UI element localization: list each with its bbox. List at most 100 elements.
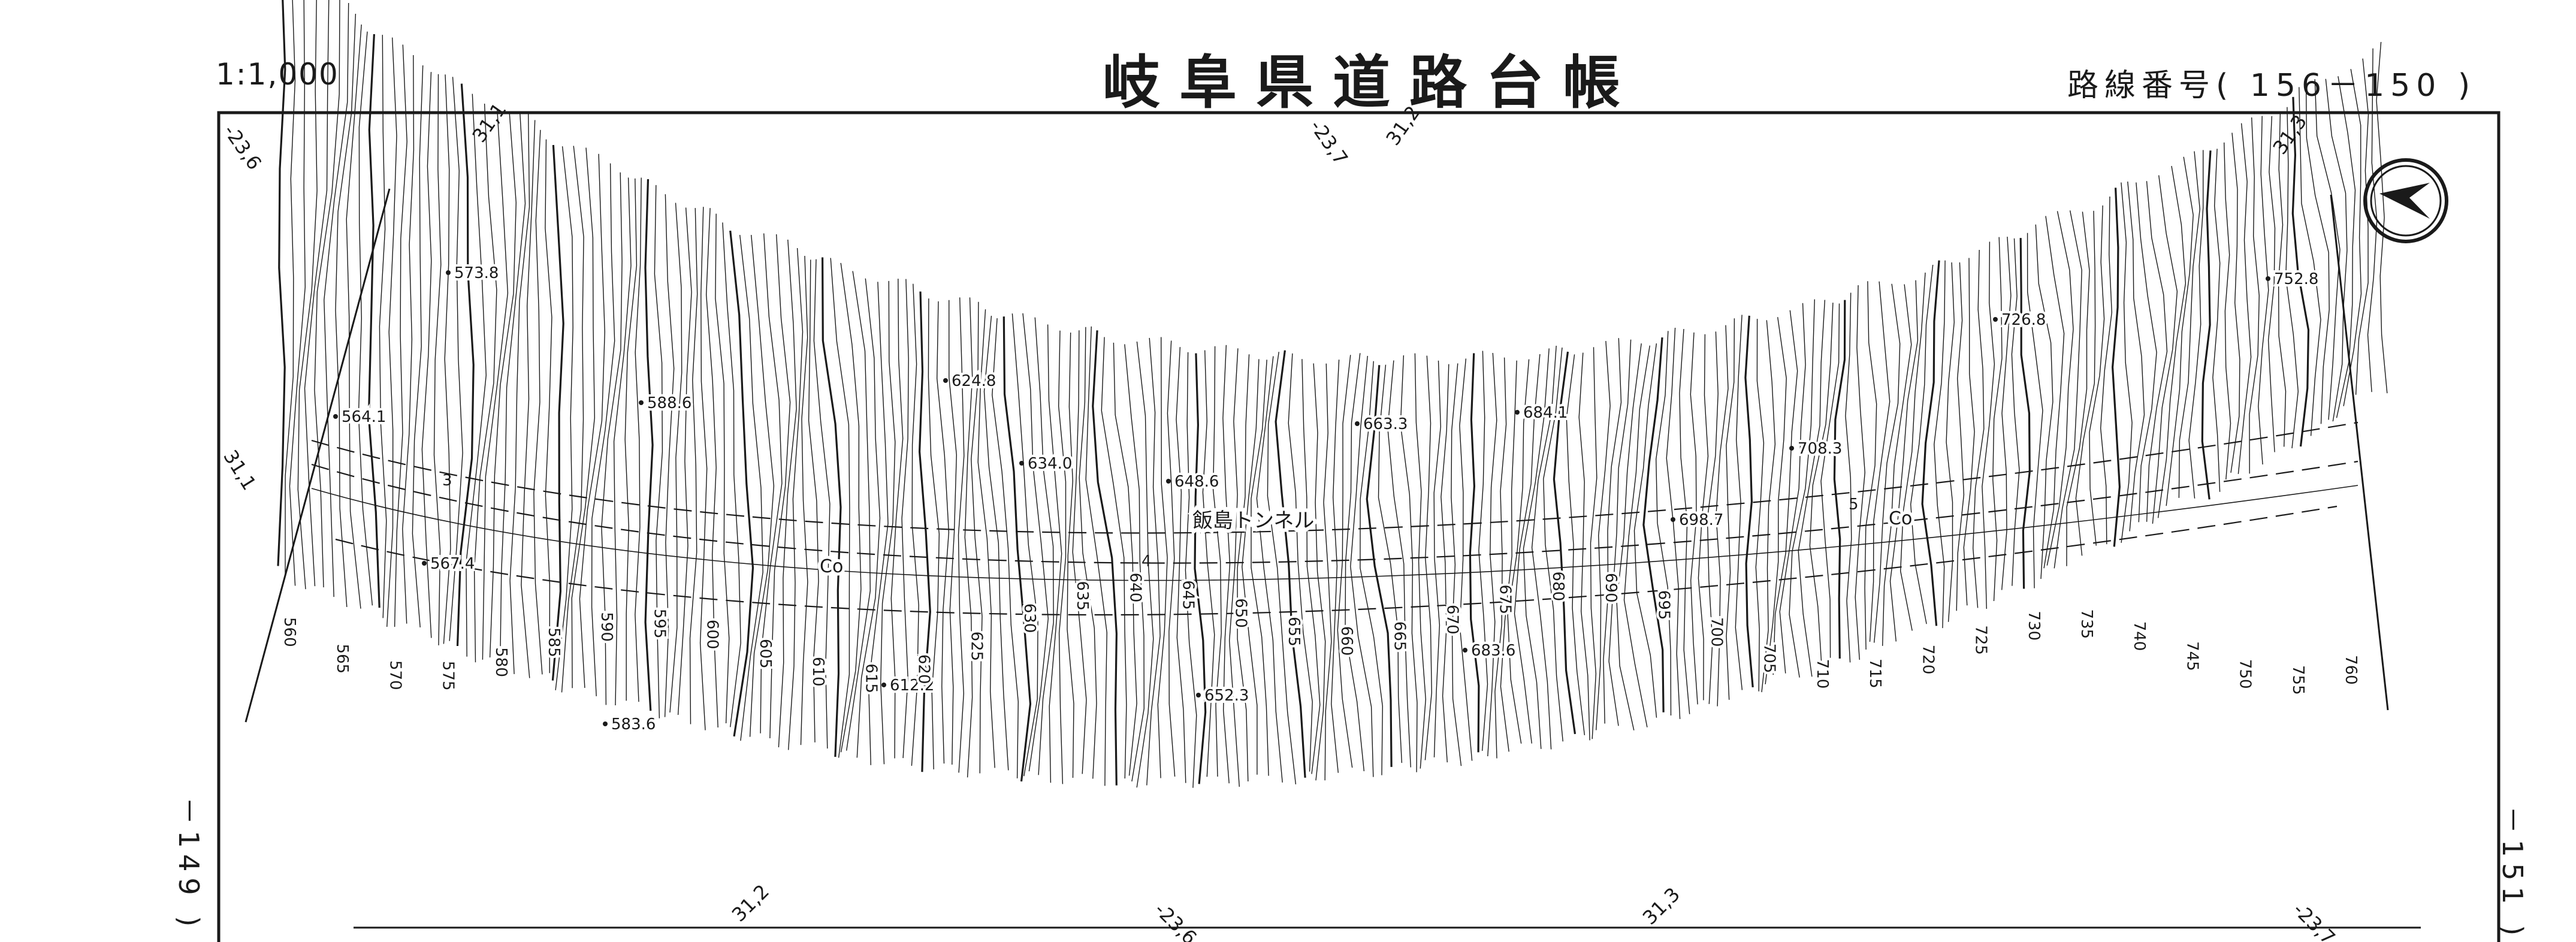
contour-line [868, 282, 889, 765]
contour-line [2053, 210, 2082, 569]
spot-elevation: 683.6 [1471, 642, 1515, 660]
contour-line [1101, 337, 1127, 779]
contour-line [1256, 356, 1283, 783]
contour-line [1566, 354, 1586, 735]
contour-label: 645 [1179, 580, 1197, 610]
contour-label: 670 [1443, 605, 1461, 635]
contour-line [890, 279, 904, 759]
contour-line [1275, 350, 1306, 778]
grid-label: -23,6 [219, 120, 266, 174]
contour-line [1514, 354, 1541, 744]
contour-line [1590, 347, 1597, 739]
contour-line [1002, 316, 1032, 782]
north-arrow-icon [2363, 158, 2448, 243]
contour-line [677, 207, 692, 715]
contour-line [2188, 150, 2204, 499]
contour-line [1761, 320, 1776, 693]
contour-line [2278, 113, 2287, 447]
spot-elevation-dot [2266, 276, 2270, 281]
contour-line [1963, 258, 1975, 606]
contour-line [324, 2, 349, 597]
route-line [311, 421, 2358, 534]
contour-line [555, 146, 573, 690]
contour-line [2100, 196, 2113, 545]
contour-line [1047, 324, 1062, 783]
spot-elevation-dot [1019, 461, 1024, 466]
contour-label: 590 [597, 612, 615, 642]
contour-line [489, 111, 517, 658]
spot-elevation-dot [1993, 317, 1998, 322]
contour-line [669, 203, 682, 713]
contour-line [2152, 175, 2178, 524]
contour-label: 750 [2236, 659, 2254, 689]
contour-line [1058, 330, 1067, 784]
contour-line [2299, 87, 2321, 436]
spot-elevation-dot [943, 378, 948, 383]
contour-line [635, 177, 642, 702]
contour-line [1655, 331, 1672, 716]
contour-line [1242, 359, 1260, 775]
contour-line [2166, 156, 2194, 506]
contour-line [1146, 337, 1161, 786]
contour-line [911, 283, 919, 766]
contour-line [1946, 262, 1955, 622]
pavement-label: Co [820, 556, 843, 577]
spot-elevation: 588.6 [647, 394, 691, 412]
contour-line [2046, 211, 2074, 566]
contour-line [800, 255, 808, 745]
contour-line [1212, 346, 1222, 777]
spot-elevation: 583.6 [611, 715, 656, 733]
contour-line [1136, 342, 1154, 788]
contour-line [715, 213, 730, 724]
contour-line [285, 0, 296, 575]
contour-line [2212, 149, 2221, 492]
contour-line [1735, 315, 1743, 690]
spot-elevation-dot [422, 561, 427, 566]
contour-line [2043, 216, 2065, 569]
contour-line [1934, 260, 1946, 629]
contour-label: 675 [1496, 584, 1514, 614]
contour-line [346, 24, 362, 609]
contour-label: 615 [862, 663, 880, 693]
contour-label: 705 [1760, 644, 1778, 674]
spot-elevation: 648.6 [1174, 473, 1219, 491]
spot-elevation-dot [1463, 648, 1467, 653]
contour-line [2355, 58, 2369, 395]
contour-label: 740 [2130, 621, 2148, 651]
contour-line [1034, 317, 1054, 775]
contour-line [1500, 360, 1517, 752]
contour-line [2136, 182, 2157, 523]
contour-line [1079, 327, 1097, 779]
contour-line [1679, 328, 1690, 714]
contour-line [1755, 319, 1765, 692]
spot-elevation-dot [1789, 446, 1794, 451]
contour-line [466, 93, 487, 657]
contour-line [1185, 352, 1197, 788]
contour-line [1251, 360, 1269, 776]
contour-line [739, 235, 763, 741]
contour-line [509, 113, 530, 674]
contour-line [918, 291, 931, 772]
contour-line [1067, 332, 1074, 778]
contour-line [1531, 345, 1557, 750]
contour-line [571, 147, 596, 689]
contour-line [2011, 238, 2020, 586]
contour-line [1623, 345, 1650, 727]
contour-label: 755 [2289, 665, 2307, 695]
grid-label: -23,7 [1305, 116, 1352, 170]
spot-elevation: 652.3 [1204, 687, 1249, 705]
contour-line [699, 207, 708, 730]
contour-line [1345, 353, 1365, 771]
contour-label: 690 [1602, 573, 1620, 603]
grid-label: -23,7 [2288, 898, 2339, 942]
contour-label: 725 [1972, 625, 1990, 655]
spot-elevation-dot [1196, 693, 1201, 698]
contour-line [2075, 210, 2096, 556]
contour-line [456, 83, 475, 647]
contour-line [1400, 355, 1418, 772]
spot-elevation: 726.8 [2001, 311, 2046, 329]
contour-line [277, 0, 286, 566]
contour-line [2027, 233, 2043, 588]
contour-line [314, 0, 340, 588]
contour-line [412, 65, 424, 627]
